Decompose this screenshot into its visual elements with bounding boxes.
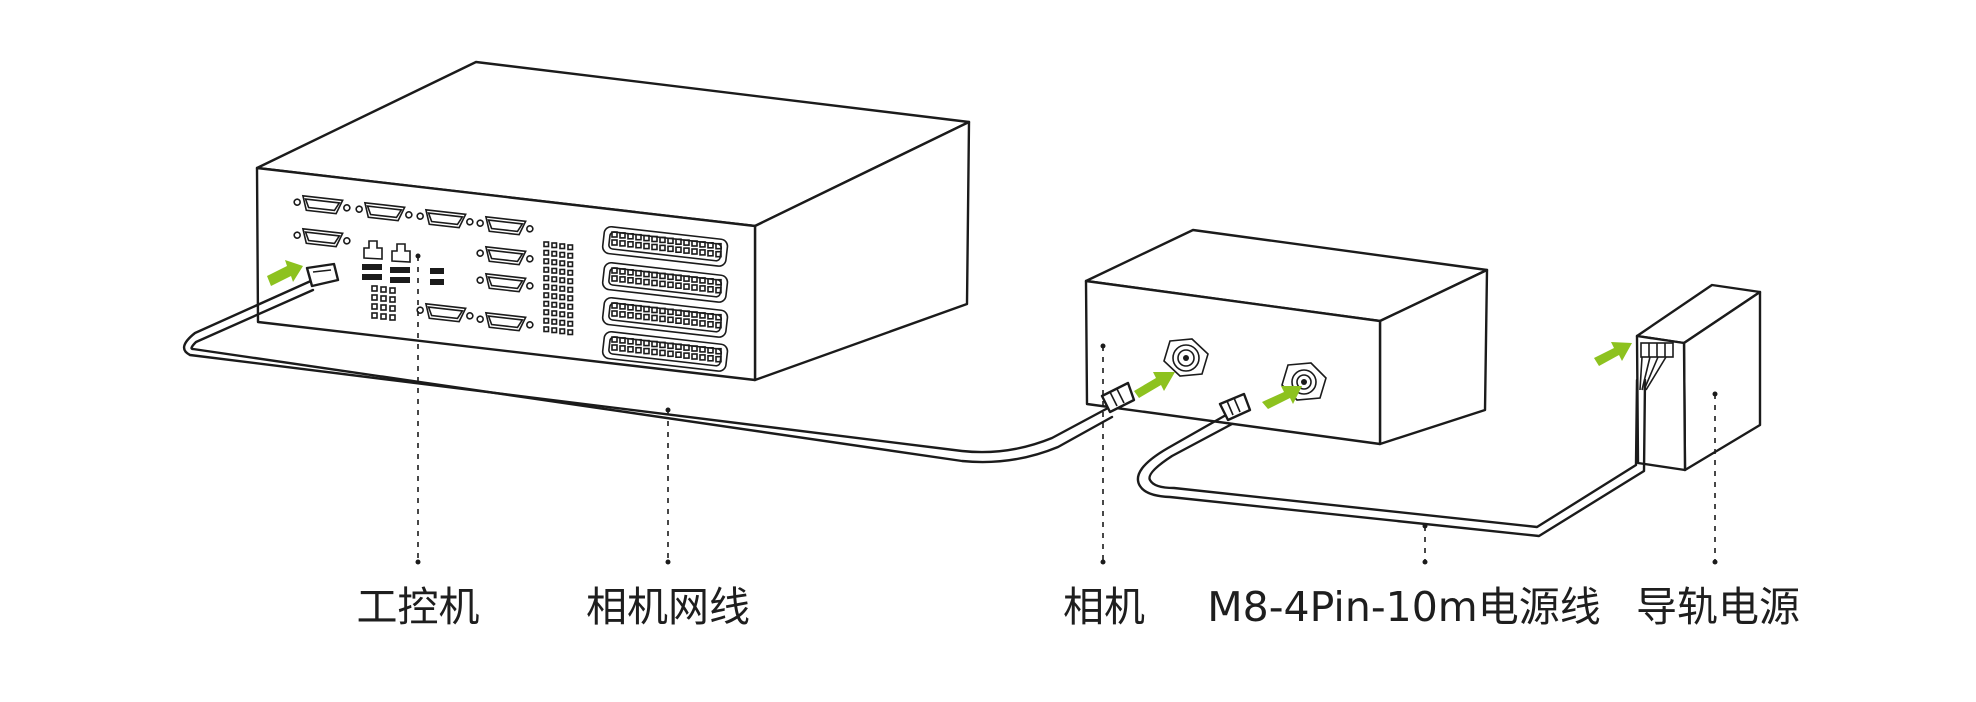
label-rail-power: 导轨电源 <box>1636 583 1800 631</box>
cable-wires <box>1639 356 1667 391</box>
arrow-icon-camera-power <box>1262 386 1302 409</box>
arrow-icon-power-supply <box>1594 342 1632 366</box>
m12-cable-plug <box>1100 381 1136 414</box>
vent-grid-small <box>371 285 396 321</box>
ethernet-ports <box>363 240 411 263</box>
power-cable <box>1136 356 1667 538</box>
vent-grid-tall <box>543 241 574 336</box>
rj45-plug <box>305 262 340 288</box>
m12-network-connector <box>1163 338 1209 377</box>
m8-cable-plug <box>1218 392 1252 422</box>
usb-ports <box>362 264 444 285</box>
label-network-cable: 相机网线 <box>586 583 750 631</box>
leader-lines <box>415 253 1718 565</box>
label-camera: 相机 <box>1063 583 1145 631</box>
insertion-arrows <box>267 260 1632 409</box>
camera <box>1084 228 1489 446</box>
industrial-pc <box>255 60 971 382</box>
network-cable <box>182 262 1136 464</box>
scsi-pins <box>611 231 722 363</box>
arrow-icon-camera-network <box>1134 372 1175 398</box>
label-ipc: 工控机 <box>356 583 480 631</box>
m8-power-connector <box>1281 362 1327 401</box>
arrow-icon-ipc <box>267 260 303 286</box>
din-rail-power-supply <box>1635 283 1762 472</box>
terminal-block <box>1640 342 1674 358</box>
label-power-cable: M8-4Pin-10m电源线 <box>1207 583 1601 631</box>
